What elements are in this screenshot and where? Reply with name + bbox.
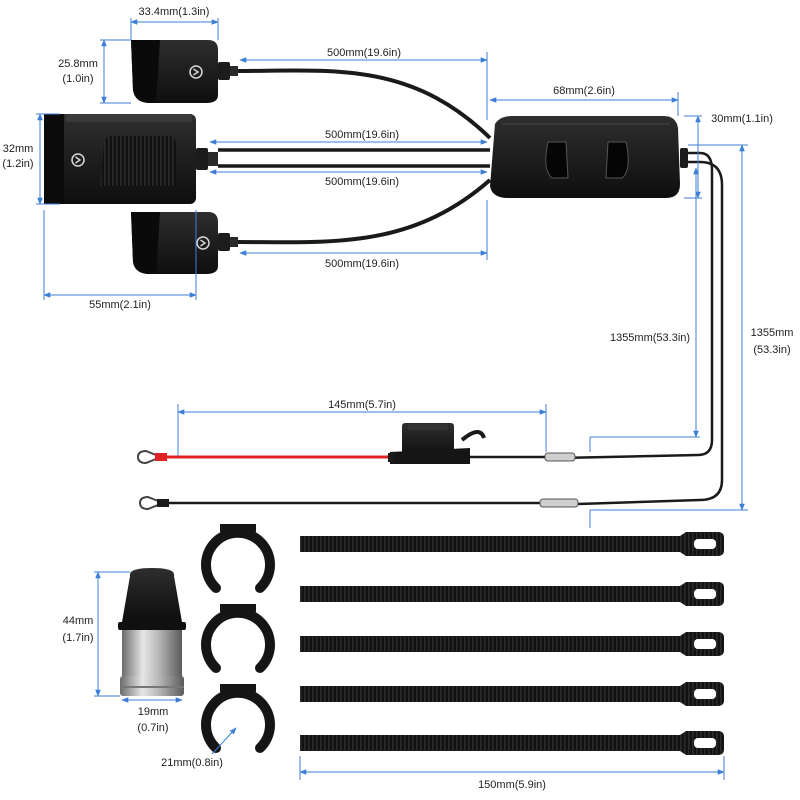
plug-height-mm-label: 44mm <box>63 615 94 627</box>
fork-terminal-icon <box>138 495 169 511</box>
junction-box-icon <box>490 116 688 198</box>
mounting-clamp-icon <box>201 524 275 593</box>
cable-bottom-label: 500mm(19.6in) <box>325 258 399 270</box>
zip-tie-icon <box>300 582 724 606</box>
dual-height-mm-label: 32mm <box>3 143 34 155</box>
cable-mid-1-label: 500mm(19.6in) <box>325 129 399 141</box>
power-lead-cable-2 <box>577 160 724 506</box>
zip-tie-icon <box>300 632 724 656</box>
zip-tie-icon <box>300 682 724 706</box>
top-socket-cable <box>235 68 492 140</box>
cigarette-plug-icon <box>118 568 186 696</box>
lead-inner-label: 1355mm(53.3in) <box>610 332 690 344</box>
hub-width-label: 68mm(2.6in) <box>553 85 615 97</box>
lead-outer-in-label: (53.3in) <box>753 344 790 356</box>
brand-logo-icon <box>196 236 210 250</box>
clamp-diameter-label: 21mm(0.8in) <box>161 757 223 769</box>
fuse-lead-label: 145mm(5.7in) <box>328 399 396 411</box>
plug-width-in-label: (0.7in) <box>137 722 168 734</box>
plug-width-mm-label: 19mm <box>138 706 169 718</box>
power-lead-cable-1 <box>559 151 714 460</box>
top-usb-socket <box>131 40 238 103</box>
cable-mid-2-label: 500mm(19.6in) <box>325 176 399 188</box>
dimension-lines <box>36 18 748 780</box>
socket-height-mm-label: 25.8mm <box>58 58 98 70</box>
mounting-clamp-icon <box>201 684 275 753</box>
bottom-socket-cable <box>235 178 492 245</box>
harness-cables <box>158 68 724 506</box>
inline-connector-2 <box>539 498 579 508</box>
dual-width-label: 55mm(2.1in) <box>89 299 151 311</box>
cable-top-label: 500mm(19.6in) <box>327 47 401 59</box>
plug-height-in-label: (1.7in) <box>62 632 93 644</box>
socket-width-label: 33.4mm(1.3in) <box>139 6 210 18</box>
socket-height-in-label: (1.0in) <box>62 73 93 85</box>
bottom-usb-socket <box>131 212 238 274</box>
fuse-holder-icon <box>388 423 486 464</box>
lead-outer-mm-label: 1355mm <box>751 327 794 339</box>
dual-usb-socket <box>44 114 218 204</box>
mounting-clamp-icon <box>201 604 275 673</box>
brand-logo-icon <box>189 65 203 79</box>
inline-connector-1 <box>544 452 576 462</box>
zip-tie-icon <box>300 731 724 755</box>
hub-height-label: 30mm(1.1in) <box>711 113 773 125</box>
brand-logo-icon <box>71 153 85 167</box>
zip-tie-length-label: 150mm(5.9in) <box>478 779 546 791</box>
fork-terminal-icon <box>136 449 167 465</box>
zip-tie-icon <box>300 532 724 556</box>
dual-height-in-label: (1.2in) <box>2 158 33 170</box>
